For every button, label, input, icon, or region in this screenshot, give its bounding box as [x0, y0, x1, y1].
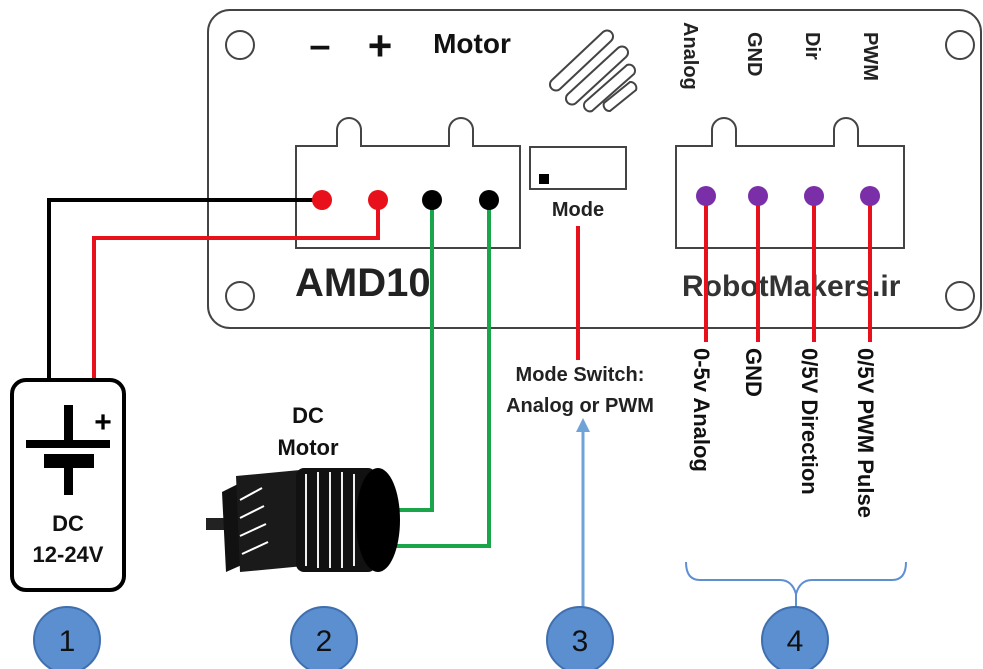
- terminal-dot-motor-a: [422, 190, 442, 210]
- motor-label-line1: DC: [292, 403, 324, 428]
- mode-pointer-arrow-head-icon: [576, 418, 590, 432]
- wire-black-negative: [47, 198, 320, 380]
- mount-hole-top-left: [225, 30, 255, 60]
- pin-dot-analog: [696, 186, 716, 206]
- signal-group-bracket: [685, 561, 907, 598]
- step-number-3: 3: [572, 625, 589, 658]
- pin-dot-pwm: [860, 186, 880, 206]
- terminal-dot-motor-b: [479, 190, 499, 210]
- mode-switch-annotation: Mode Switch: Analog or PWM: [506, 364, 654, 638]
- terminal-dot-plus: [368, 190, 388, 210]
- terminal-plus-label: +: [368, 22, 393, 69]
- power-supply: + DC 12-24V: [10, 378, 126, 592]
- mode-switch-text-line2: Analog or PWM: [506, 395, 654, 417]
- signal-label-pwm: 0/5V PWM Pulse: [853, 348, 878, 518]
- mode-switch-text-line1: Mode Switch:: [516, 364, 645, 386]
- step-badge-1: 1: [33, 606, 101, 669]
- step-badge-2: 2: [290, 606, 358, 669]
- step-number-4: 4: [787, 625, 804, 658]
- mount-hole-top-right: [945, 30, 975, 60]
- step-badge-4: 4: [761, 606, 829, 669]
- wire-red-positive: [92, 200, 380, 380]
- power-supply-line1: DC: [52, 511, 84, 536]
- motor-label-line2: Motor: [277, 435, 339, 460]
- board-brand-label: RobotMakers.ir: [682, 270, 901, 303]
- step-badge-3: 3: [546, 606, 614, 669]
- terminal-dot-minus: [312, 190, 332, 210]
- header-pin-gnd: GND: [743, 32, 765, 76]
- motor-icon: [206, 468, 400, 572]
- pin-dot-dir: [804, 186, 824, 206]
- step-badges: 1 2 3 4: [33, 606, 829, 669]
- mode-label: Mode: [552, 199, 604, 221]
- step-number-2: 2: [316, 625, 333, 658]
- header-pin-pwm: PWM: [859, 32, 881, 81]
- mount-hole-bottom-left: [225, 281, 255, 311]
- step-number-1: 1: [59, 625, 76, 658]
- terminal-motor-label: Motor: [433, 28, 511, 59]
- wires: [47, 197, 872, 548]
- motor-power-terminal-block: [295, 117, 521, 249]
- header-pin-analog: Analog: [679, 22, 701, 90]
- wire-green-motor-a: [392, 200, 434, 512]
- battery-plus-sign: +: [94, 406, 112, 439]
- signal-terminal-block: [675, 117, 905, 249]
- battery-symbol-icon: [26, 405, 110, 495]
- board: – + Motor Mode Analog GND Dir PWM AMD10 …: [207, 9, 982, 329]
- wire-green-motor-b: [395, 200, 491, 548]
- mode-switch-box: [529, 146, 627, 190]
- signal-labels: 0-5v Analog GND 0/5V Direction 0/5V PWM …: [689, 348, 878, 518]
- signal-label-analog: 0-5v Analog: [689, 348, 714, 472]
- board-model-label: AMD10: [295, 261, 431, 305]
- vent-slots-icon: [549, 29, 638, 113]
- pin-dot-gnd: [748, 186, 768, 206]
- header-pin-labels: Analog GND Dir PWM: [679, 22, 881, 90]
- header-pin-dir: Dir: [801, 32, 823, 60]
- power-supply-line2: 12-24V: [33, 542, 104, 567]
- signal-label-direction: 0/5V Direction: [797, 348, 822, 495]
- terminal-dots: [312, 186, 880, 210]
- terminal-minus-label: –: [309, 25, 330, 67]
- mode-switch-knob: [539, 174, 549, 184]
- mount-hole-bottom-right: [945, 281, 975, 311]
- dc-motor: DC Motor: [206, 403, 400, 572]
- signal-label-gnd: GND: [741, 348, 766, 397]
